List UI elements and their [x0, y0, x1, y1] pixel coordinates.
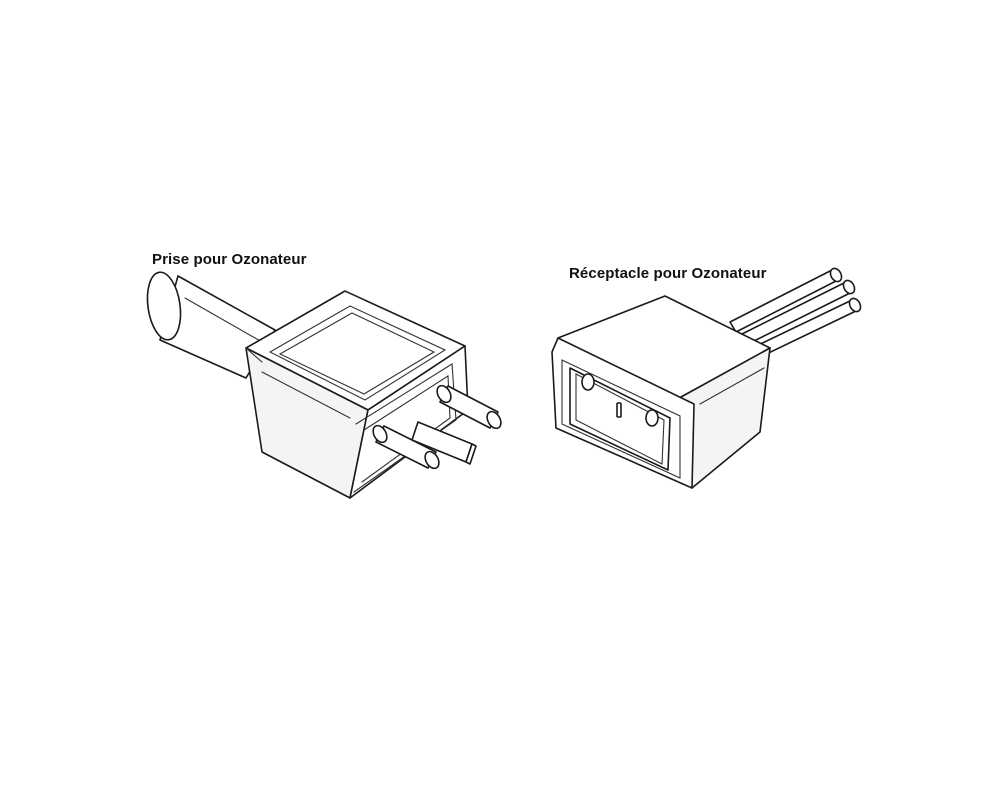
- receptacle-body: [551, 295, 771, 489]
- plug-pins: [372, 384, 502, 470]
- plug-body: [245, 290, 469, 499]
- receptacle-slot: [616, 402, 622, 418]
- receptacle-wires: [729, 267, 862, 359]
- plug-pin-round-upper: [436, 384, 502, 430]
- receptacle-hole-right: [645, 409, 659, 427]
- receptacle-hole-left: [581, 373, 595, 391]
- receptacle-label: Réceptacle pour Ozonateur: [569, 265, 767, 282]
- plug-pin-flat: [411, 421, 477, 465]
- receptacle-illustration: [551, 267, 862, 489]
- plug-label: Prise pour Ozonateur: [152, 251, 307, 268]
- plug-illustration: [146, 271, 502, 499]
- plug-pin-round-lower: [372, 424, 440, 470]
